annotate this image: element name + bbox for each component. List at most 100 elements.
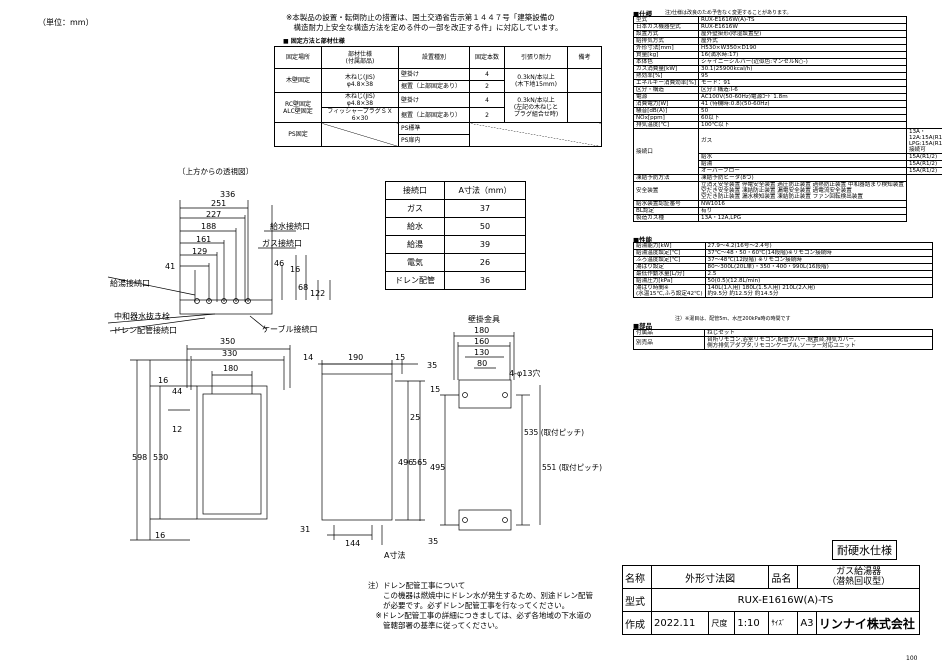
dim-330: 330 [222, 349, 237, 358]
spec-value: 凍結予防ヒータ(8つ) [698, 174, 907, 182]
dim-144: 144 [345, 539, 360, 548]
len-cell: 37 [444, 199, 526, 218]
spec-key: ふろ温度設定[℃] [633, 256, 706, 264]
spec-row: 排気温度[℃]100℃以下 [632, 121, 942, 129]
spec-row: 区分・構造区分:Ⅰ 構造:Ⅰ-6 [632, 86, 942, 94]
spec-value: RUX-E1616W [698, 23, 907, 31]
tb-name-label: 名称 [622, 565, 652, 589]
bracket-top [458, 379, 512, 409]
spec-value: 屋外式 [698, 37, 907, 45]
spec-heading: ■仕様 [633, 10, 653, 18]
dim-130-bracket: 130 [474, 348, 489, 357]
a-dimension-label: A寸法 [384, 550, 405, 560]
dim-12: 12 [172, 425, 182, 434]
tb-company: リンナイ株式会社 [815, 611, 921, 635]
spec-key: 凍結予防方法 [632, 174, 700, 182]
label-cable-connection: ケーブル接続口 [262, 324, 318, 334]
dim-496: 496 [398, 458, 413, 467]
spec-value: 100℃以下 [698, 121, 907, 129]
tb-scale-value: 1:10 [734, 611, 770, 635]
spec-key: 質量[kg] [632, 51, 700, 59]
spec-row: BL認定有り [632, 207, 942, 215]
hard-water-stamp: 耐硬水仕様 [832, 540, 897, 560]
connection-key: オーバーフロー [698, 167, 907, 175]
dimension-drawings: 〔上方からの透視図〕 336 251 227 188 161 129 41 46… [107, 166, 602, 560]
fix-table: 固定場所 部材仕様 (付属部品) 設置種別 固定本数 引張り耐力 備考 木壁固定… [274, 46, 602, 147]
hole-spec: 4-φ13穴 [509, 368, 540, 378]
fix-cell: 木壁固定 [274, 68, 322, 93]
connection-key: 給水 [698, 153, 907, 161]
spec-key: 排気温度[℃] [632, 121, 700, 129]
tb-name-value: 外形寸法図 [650, 565, 770, 589]
side-view-outline [321, 373, 393, 521]
label-water-supply: 給水接続口 [270, 221, 310, 231]
spec-row: ガス消費量[kW]30.1(25900kcal/h) [632, 65, 942, 73]
tb-model-label: 型式 [622, 588, 652, 612]
dim-15-bracket: 15 [430, 385, 440, 394]
spec-key: 湯はり設定 [633, 263, 706, 271]
spec-key: エネルギー消費効率[%] [632, 79, 700, 87]
spec-key: NOx[ppm] [632, 114, 700, 122]
dim-188: 188 [201, 222, 216, 231]
spec-value: 30.1(25900kcal/h) [698, 65, 907, 73]
tb-item-label: 品名 [768, 565, 799, 589]
fix-cell: PS固定 [274, 122, 322, 147]
dim-35-top-bracket: 35 [427, 361, 437, 370]
len-cell: ドレン配管 [385, 271, 445, 290]
spec-value: H530×W350×D190 [698, 44, 907, 52]
dim-16: 16 [290, 265, 300, 274]
spec-key: BL認定 [632, 207, 700, 215]
spec-key: 本体色 [632, 58, 700, 66]
connection-value: 15A(R1/2) [905, 160, 942, 168]
spec-value: 41 (待機時:0.8)(50-60Hz) [698, 100, 907, 108]
spec-row: 給湯温度設定[℃]37℃～48・50・60℃(14段階)※リモコン接続時 [633, 249, 934, 257]
spec-row: 付属品ねじセット [633, 329, 933, 337]
spec-value: シャイニーシルバー(近似色:マンセルN○-) [698, 58, 907, 66]
spec-value: 140L(1人用) 180L(1.5人用) 210L(2人用) 約9.5分 約1… [704, 284, 934, 298]
spec-key: 製造ガス種 [632, 214, 700, 222]
spec-key: 給排気方式 [632, 37, 700, 45]
spec-key: 熱効率[%] [632, 72, 700, 80]
spec-row: 別売品台所リモコン,浴室リモコン,配管カバー,据置台,排気カバー, 側方排気アダ… [633, 336, 933, 350]
connection-value: 15A(R1/2) [905, 153, 942, 161]
spec-key: 給水装置認証番号 [632, 200, 700, 208]
connection-label: 接続口 [632, 128, 700, 175]
spec-row: 給湯能力[kW]27.9～4.2(16号～2.4号) [633, 242, 934, 250]
title-block: 名称 外形寸法図 品名 ガス給湯器 （潜熱回収型） 型式 RUX-E1616W(… [622, 565, 921, 635]
spec-key: 給湯温度設定[℃] [633, 249, 706, 257]
dim-336: 336 [220, 190, 235, 199]
dim-35-bottom-bracket: 35 [428, 537, 438, 546]
dim-161: 161 [196, 235, 211, 244]
spec-row: 給湯圧力[kPa]50(0.5)(12.8L/min) [633, 277, 934, 285]
spec-key: 湯はり時間※ (水温15℃,ふろ設定42℃) [633, 284, 706, 298]
spec-value: 80～300L(20L単)・350・400・990L(16段階) [704, 263, 934, 271]
spec-key: 給湯圧力[kPa] [633, 277, 706, 285]
performance-heading: ■性能 [633, 236, 653, 244]
dim-180: 180 [223, 364, 238, 373]
dim-160-bracket: 160 [474, 337, 489, 346]
dim-68: 68 [298, 283, 308, 292]
spec-value: ねじセット [704, 329, 933, 337]
fix-cell-blank [321, 122, 399, 147]
dim-350: 350 [220, 337, 235, 346]
dim-15: 15 [395, 353, 405, 362]
spec-row: 設置方式屋外壁掛形(除湿設置型) [632, 30, 942, 38]
label-gas-connection: ガス接続口 [262, 238, 302, 248]
spec-row: 消費電力[W]41 (待機時:0.8)(50-60Hz) [632, 100, 942, 108]
spec-key: 型式 [632, 16, 700, 24]
fix-cell: 木ねじ(JIS) φ4.8×38 [321, 68, 399, 93]
tb-scale-label: 尺度 [708, 611, 736, 635]
dim-122: 122 [310, 289, 325, 298]
dim-598: 598 [132, 453, 147, 462]
page-number: 100 [906, 655, 918, 662]
label-drain-connection: ドレン配管接続口 [113, 325, 177, 335]
spec-row: NOx[ppm]60以下 [632, 114, 942, 122]
dim-80-bracket: 80 [477, 359, 487, 368]
dim-227: 227 [206, 210, 221, 219]
spec-key: ガス消費量[kW] [632, 65, 700, 73]
unit-label: （単位：mm） [38, 18, 94, 27]
